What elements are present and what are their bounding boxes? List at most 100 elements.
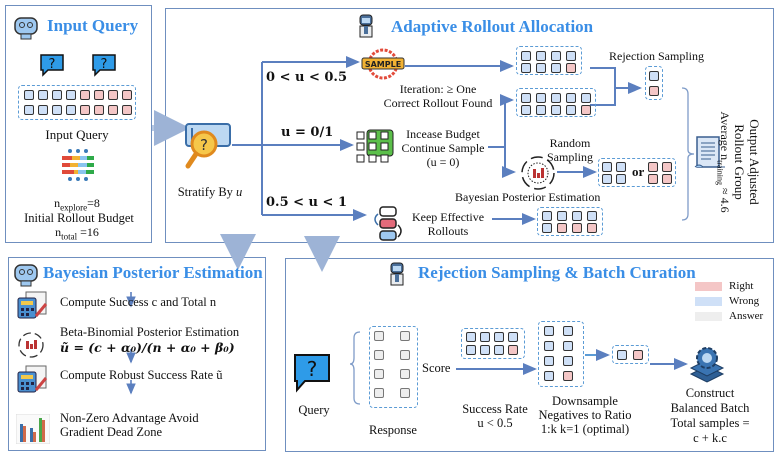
keep-effective-label: Keep Effective Rollouts [411,210,485,238]
rollout-right-cell [662,174,672,184]
adaptive-rollout-panel [165,8,774,243]
rollout-wrong-cell [566,105,576,115]
bar-chart-icon [15,413,51,449]
rollout-wrong-cell [557,211,567,221]
rollout-right-cell [94,90,104,100]
branch-zero-label: u = 0/1 [281,125,334,140]
batch-stack-icon [687,346,727,391]
rejection-sampling-label: Rejection Sampling [609,49,704,63]
rollout-wrong-cell [581,93,591,103]
rollout-group-low [516,46,582,75]
rollout-wrong-cell [566,93,576,103]
sample-badge-icon: SAMPLE [360,48,406,85]
input-query-caption: Input Query [45,127,109,142]
answer-cell [400,369,410,379]
rollout-right-cell [80,90,90,100]
legend-swatch-right [695,282,722,291]
rollout-wrong-cell [521,105,531,115]
posterior-cycle-icon [16,330,46,365]
adaptive-title: Adaptive Rollout Allocation [391,17,594,36]
iteration-label: Iteration: ≥ One Correct Rollout Found [383,82,493,110]
svg-text:?: ? [307,357,318,381]
answer-cell [374,350,384,360]
input-query-panel [5,5,152,243]
robot-icon [12,261,40,292]
branch-low-label: 0 < u < 0.5 [266,70,348,85]
increase-budget-label: Incease Budget Continue Sample (u = 0) [401,127,485,169]
n-explore: nexplore=8 [54,196,100,213]
input-rollout-grid [18,85,136,120]
rollout-wrong-cell [563,356,573,366]
svg-text:?: ? [101,57,108,72]
ai-robot-icon [387,261,407,292]
rollout-wrong-cell [551,105,561,115]
svg-text:?: ? [200,136,208,154]
keep-rollouts-icon [368,205,408,248]
document-grid-icon [355,128,395,169]
rollout-right-cell [566,63,576,73]
question-bubble-icon: ? [90,52,118,83]
rejection-title: Rejection Sampling & Batch Curation [418,263,696,282]
rollout-wrong-cell [616,162,626,172]
rollout-wrong-cell [616,174,626,184]
rollout-wrong-cell [38,105,48,115]
rollout-wrong-cell [587,211,597,221]
svg-text:?: ? [49,57,56,72]
rollout-wrong-cell [563,341,573,351]
rollout-wrong-cell [521,93,531,103]
rollout-right-cell [587,223,597,233]
rollout-wrong-cell [551,93,561,103]
downsample-label: Downsample Negatives to Ratio 1:k k=1 (o… [538,394,632,436]
rollout-wrong-cell [24,105,34,115]
rollout-right-cell [563,371,573,381]
rollout-wrong-cell [544,341,554,351]
bayes-step-4: Non-Zero Advantage Avoid Gradient Dead Z… [60,411,199,439]
rollout-right-cell [648,162,658,172]
rollout-wrong-cell [617,350,627,360]
rollout-wrong-cell [52,90,62,100]
legend-label-answer: Answer [729,310,764,322]
rollout-wrong-cell [563,326,573,336]
rollout-right-cell [648,174,658,184]
rollout-wrong-cell [536,93,546,103]
query-bubble-icon: ? [292,352,332,399]
rollout-wrong-cell [544,371,554,381]
rollout-wrong-cell [480,345,490,355]
rollout-right-cell [122,90,132,100]
success-rate-label: Success Rate u < 0.5 [462,402,528,430]
bayes-step-3: Compute Robust Success Rate ũ [60,368,223,382]
scored-grid [461,328,525,359]
answer-cell [400,388,410,398]
posterior-formula: ũ = (c + α₀)/(n + α₀ + β₀) [60,340,235,355]
rollout-wrong-cell [24,90,34,100]
rollout-wrong-cell [536,105,546,115]
ai-robot-icon [356,13,376,44]
stratify-label: Stratify By u [177,185,243,199]
legend-label-right: Right [729,280,754,292]
output-adjusted-label: Output Adjusted Rollout Group Average nt… [715,111,762,213]
branch-high-label: 0.5 < u < 1 [266,195,348,210]
balanced-pair [612,345,649,364]
answer-cell [374,369,384,379]
calculator-icon [16,364,48,399]
rollout-right-cell [557,223,567,233]
rollout-wrong-cell [466,345,476,355]
n-total: ntotal =16 [55,225,99,242]
downsample-grid [538,321,584,387]
rollout-wrong-cell [566,51,576,61]
rollout-wrong-cell [544,326,554,336]
rollout-wrong-cell [542,211,552,221]
rollout-group-random [598,158,676,187]
question-bubble-icon: ? [38,52,66,83]
answer-cell [374,331,384,341]
rollout-right-cell [122,105,132,115]
rollout-wrong-cell [536,63,546,73]
calculator-icon [16,290,48,325]
rollout-wrong-cell [480,332,490,342]
rollout-right-cell [633,350,643,360]
rollout-right-cell [108,90,118,100]
rollout-wrong-cell [66,105,76,115]
score-label: Score [422,361,451,375]
rollout-wrong-cell [602,174,612,184]
query-label: Query [298,403,330,417]
